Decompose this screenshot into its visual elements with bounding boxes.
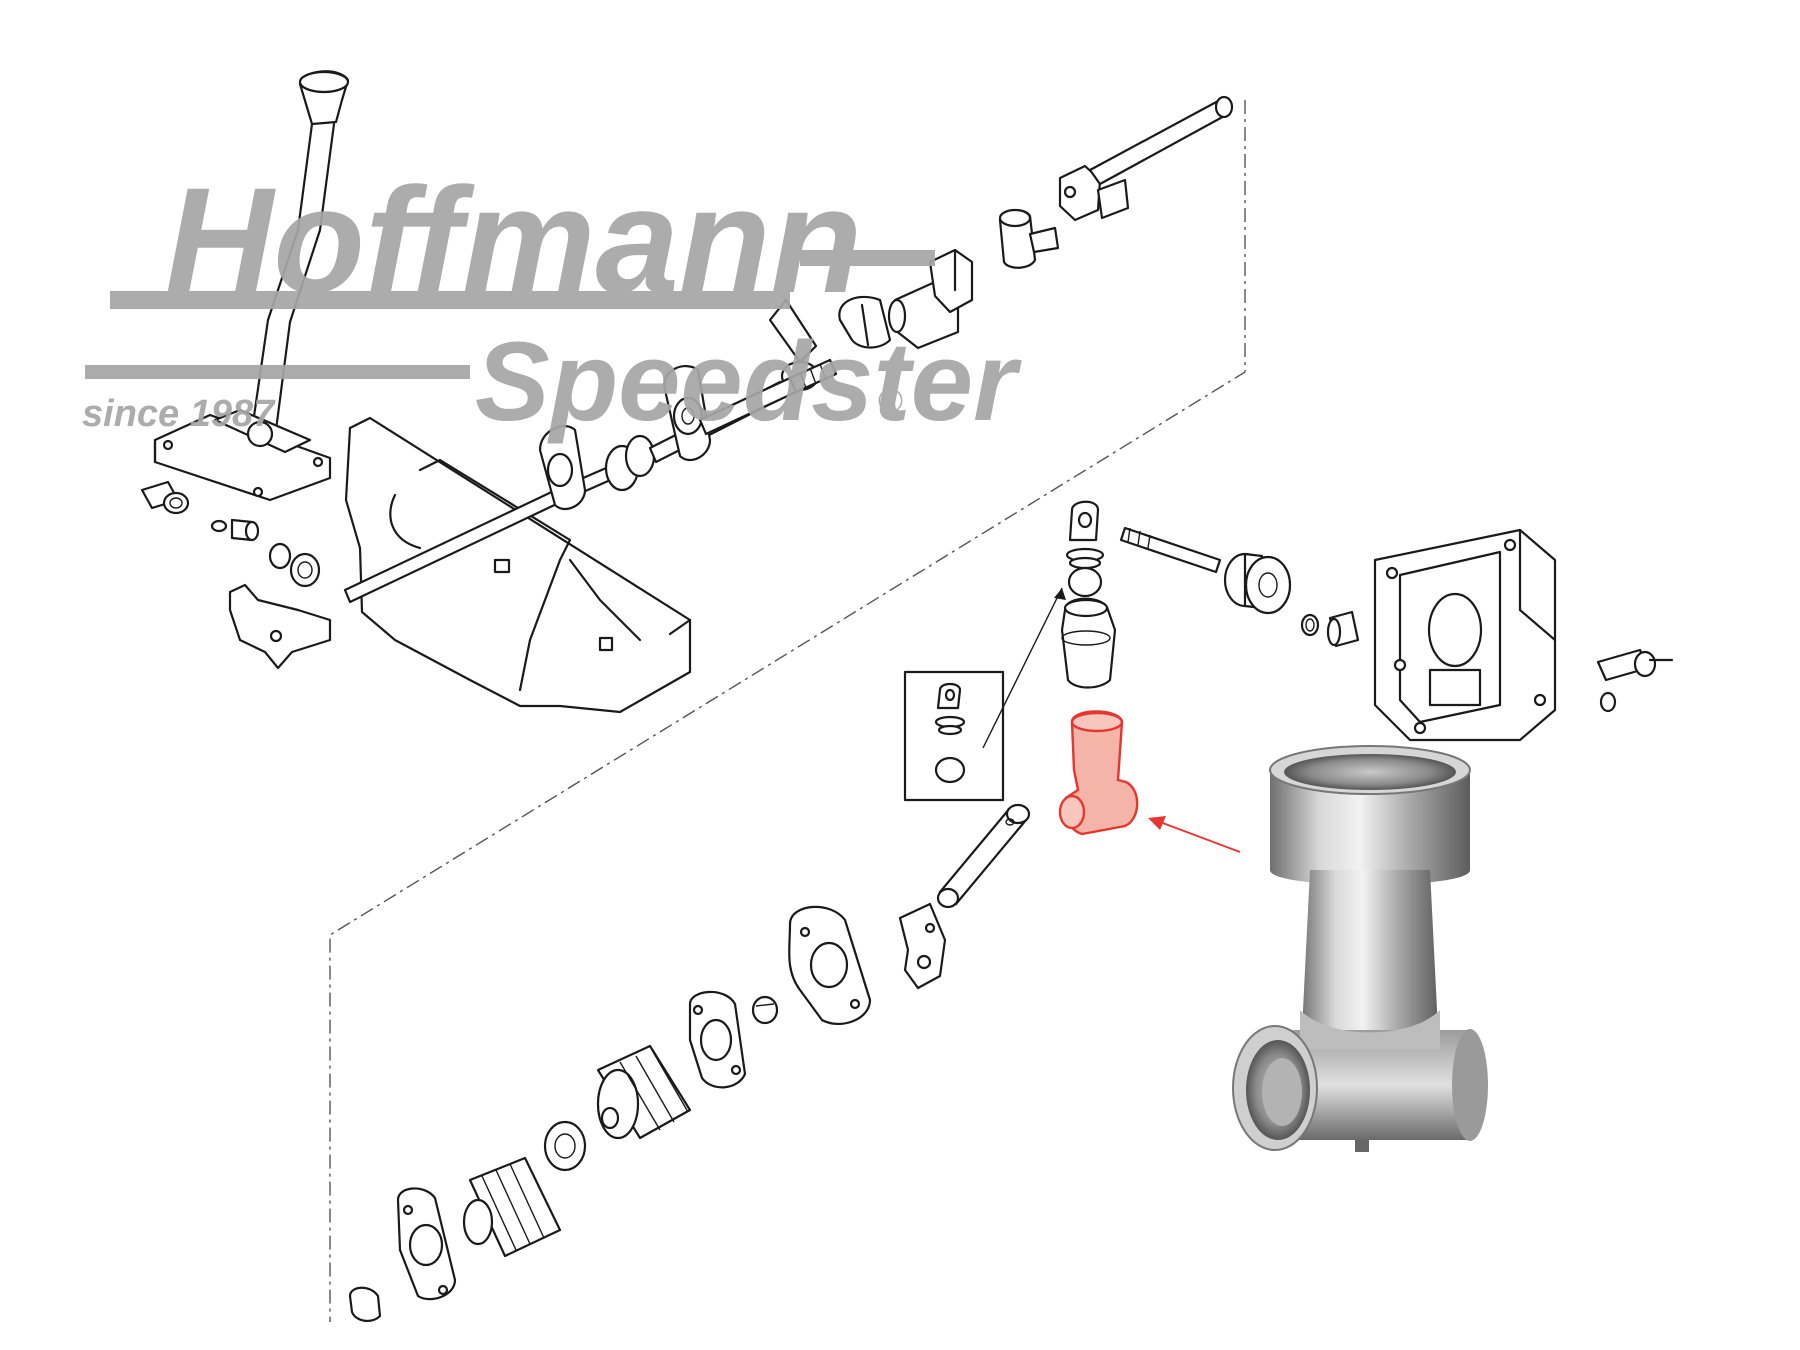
gasket-plate-icon[interactable] (788, 905, 872, 1025)
retaining-ring-icon[interactable] (348, 1286, 382, 1322)
flange-gasket-icon[interactable] (663, 364, 712, 462)
bushing-small-icon[interactable] (1326, 610, 1360, 648)
transmission-cover-icon[interactable] (1373, 528, 1557, 742)
rubber-boot-icon[interactable] (596, 1044, 692, 1140)
rubber-boot-icon[interactable] (1060, 597, 1117, 689)
stop-plate-icon[interactable] (228, 583, 332, 670)
inner-shift-rod-icon[interactable] (1119, 526, 1222, 574)
frame-tunnel-icon (344, 416, 692, 714)
bracket-tube-icon[interactable] (887, 248, 974, 350)
splined-shaft-icon[interactable] (698, 358, 838, 436)
bushing-ring-icon[interactable] (543, 1120, 587, 1172)
upper-shift-rod-icon[interactable] (1058, 95, 1234, 222)
flange-gasket-icon[interactable] (538, 424, 587, 511)
red-pointer-arrow (1148, 816, 1241, 853)
lever-bracket-icon[interactable] (898, 902, 947, 990)
brand-logo: Hoffmann Speedster since 1987 ® (82, 156, 1022, 444)
clevis-callout-box (903, 587, 1066, 802)
logo-tagline: since 1987 (82, 393, 276, 435)
spring-boot-icon[interactable] (462, 1156, 562, 1258)
gear-shift-lever-icon[interactable] (153, 70, 350, 502)
assembly-boundary (329, 100, 1246, 1322)
small-pin-and-ring-icon[interactable] (210, 518, 321, 588)
tee-connector-icon[interactable] (998, 208, 1060, 269)
circlip-icon[interactable] (751, 995, 779, 1025)
switch-sensor-icon[interactable] (1596, 648, 1674, 713)
photo-of-part-icon (1232, 745, 1488, 1152)
cover-plate-icon[interactable] (396, 1187, 457, 1301)
logo-brand-name: Hoffmann (165, 156, 862, 324)
mounting-flange-icon[interactable] (688, 990, 747, 1089)
logo-model-name: Speedster (475, 319, 1022, 444)
highlighted-shift-coupling-icon[interactable] (1058, 710, 1139, 836)
connecting-pin-icon[interactable] (936, 803, 1031, 909)
spring-plunger-icon[interactable] (140, 480, 190, 515)
rod-bushing-icon[interactable] (1223, 552, 1292, 615)
o-ring-icon[interactable] (1300, 613, 1320, 637)
coupling-clamp-icon[interactable] (838, 295, 892, 349)
registered-mark: ® (878, 382, 903, 420)
clevis-joint-icon[interactable] (1065, 500, 1105, 598)
